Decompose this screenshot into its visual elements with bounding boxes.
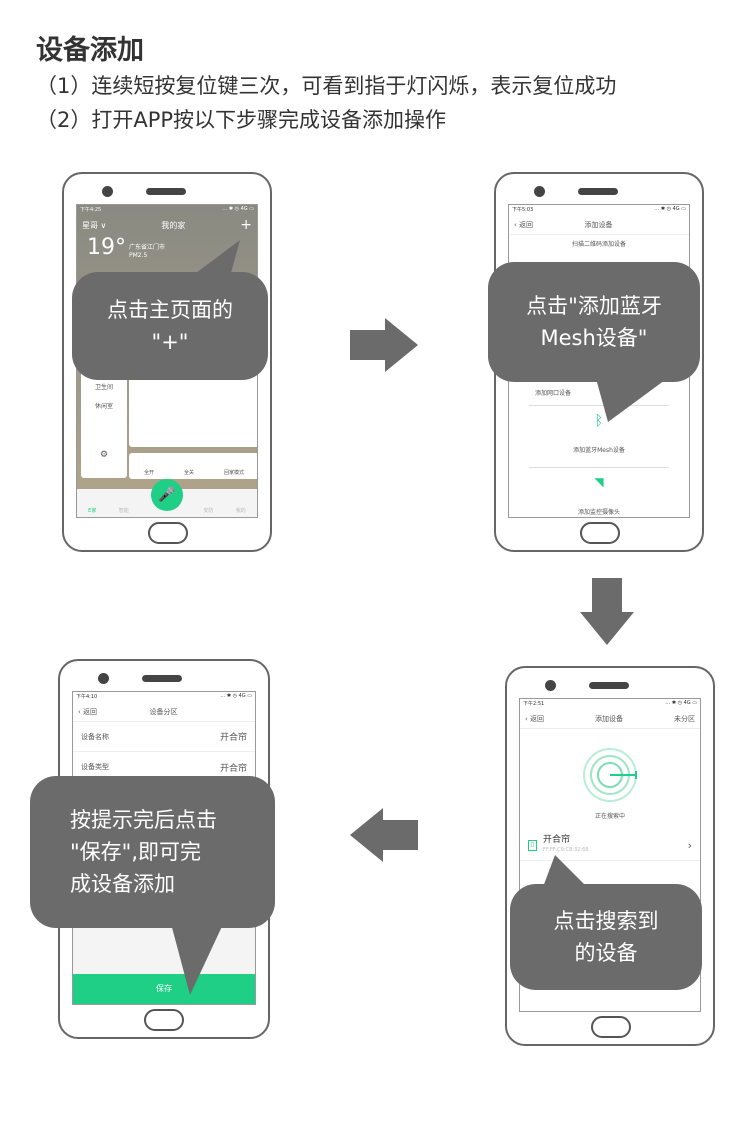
gear-icon[interactable]: ⚙ [99,450,109,460]
status-icons: … ✱ ◷ 4G ▭ [654,206,686,212]
add-lan-item[interactable]: 添加网口设备 [535,390,572,397]
searching-status: 正在搜索中 [594,813,625,820]
home-button [580,522,620,544]
temperature: 19° [87,235,126,260]
arrow-left-icon [350,808,418,862]
room-item[interactable]: 卫生间 [94,384,113,391]
scene-all-on[interactable]: 全开 [143,470,154,476]
room-list: 卫生间 休闲室 ⚙ [81,370,127,478]
speaker [142,675,182,682]
bubble-line: "+" [151,330,189,354]
bluetooth-icon: ᛒ [594,413,604,429]
instruction-bubble-1: 点击主页面的 "+" [72,272,268,380]
device-name: 开合帘 [543,835,571,845]
back-button[interactable]: ‹ 返回 [525,714,545,723]
scene-all-off[interactable]: 全关 [183,470,194,476]
row-label: 设备名称 [81,732,109,741]
user-switch[interactable]: 星哥 ∨ [82,220,107,230]
camera-device-icon: ◥ [594,475,604,489]
home-button [144,1009,184,1031]
instruction-bubble-2: 点击"添加蓝牙 Mesh设备" [488,262,700,382]
radar-icon [583,748,637,802]
camera-icon [534,186,545,197]
curtain-device-icon: ▯ [528,840,537,851]
instruction-bubble-3: 点击搜索到的设备 [510,884,702,990]
status-icons: … ✱ ◷ 4G ▭ [222,206,254,212]
scan-qr-item[interactable]: 扫描二维码添加设备 [571,241,626,248]
unassigned-zone[interactable]: 未分区 [674,714,695,723]
camera-icon [98,673,109,684]
home-button [591,1016,631,1038]
status-time: 下午5:03 [512,207,534,213]
speaker [589,682,629,689]
bubble-line: "保存",即可完 [70,840,201,864]
instruction-bubble-4: 按提示完后点击 "保存",即可完成设备添加 [30,776,275,928]
tab-mine[interactable]: 我的 [235,508,246,514]
status-time: 下午2:51 [523,701,545,707]
scene-home-mode[interactable]: 回家模式 [223,470,244,476]
speaker [146,188,186,195]
city: 广东省江门市 [129,244,166,251]
scene-bar: 全开 全关 回家模式 [129,453,257,479]
tab-security[interactable]: 安防 [203,508,214,514]
back-button[interactable]: ‹ 返回 [78,707,98,716]
save-button[interactable]: 保存 [73,974,255,1004]
arrow-down-icon [580,578,634,645]
screen-title: 添加设备 [584,220,613,229]
camera-icon [102,186,113,197]
found-device-row[interactable]: ▯ 开合帘 FF:FF:C9:CB:32:68 › [520,831,700,861]
page-title: 设备添加 [36,35,144,66]
status-icons: … ✱ ◷ 4G ▭ [665,700,697,706]
room-item[interactable]: 休闲室 [94,403,113,410]
chevron-right-icon: › [687,839,692,852]
status-icons: … ✱ ◷ 4G ▭ [220,693,252,699]
bubble-line: 点击"添加蓝牙 [526,294,662,318]
device-mac: FF:FF:C9:CB:32:68 [543,847,589,853]
device-name-row[interactable]: 设备名称 开合帘 [73,722,255,752]
status-time: 下午4:10 [76,694,98,700]
add-bluetooth-mesh-item[interactable]: 添加蓝牙Mesh设备 [573,447,625,454]
add-camera-item[interactable]: 添加监控摄像头 [577,509,620,516]
tab-smart[interactable]: 智能 [118,508,129,514]
status-time: 下午4:25 [80,207,102,213]
bubble-line: 点击主页面的 [107,298,233,322]
microphone-button[interactable]: 🎤 [151,479,183,511]
home-button [148,522,188,544]
device-card [129,375,257,447]
bubble-line: 成设备添加 [70,872,175,896]
bubble-line: 的设备 [574,941,638,965]
bubble-tail-4 [170,920,225,995]
screen-title: 添加设备 [595,714,624,723]
pm25: PM2.5 [129,252,148,259]
arrow-right-icon [350,318,418,372]
speaker [578,188,618,195]
camera-icon [545,680,556,691]
row-value: 开合帘 [219,733,247,743]
home-title: 我的家 [161,220,186,230]
bubble-line: 按提示完后点击 [70,808,217,832]
step-2-text: （2）打开APP按以下步骤完成设备添加操作 [36,108,447,132]
screen-title: 设备分区 [149,707,178,716]
back-button[interactable]: ‹ 返回 [514,220,534,229]
bubble-line: Mesh设备" [540,326,648,350]
add-plus-button[interactable]: + [240,217,252,233]
tab-home[interactable]: E家 [88,508,97,514]
step-1-text: （1）连续短按复位键三次，可看到指于灯闪烁，表示复位成功 [36,74,617,98]
bubble-tail-2 [595,375,665,422]
bubble-line: 点击搜索到 [553,909,659,933]
row-label: 设备类型 [81,763,109,771]
row-value: 开合帘 [219,763,247,774]
